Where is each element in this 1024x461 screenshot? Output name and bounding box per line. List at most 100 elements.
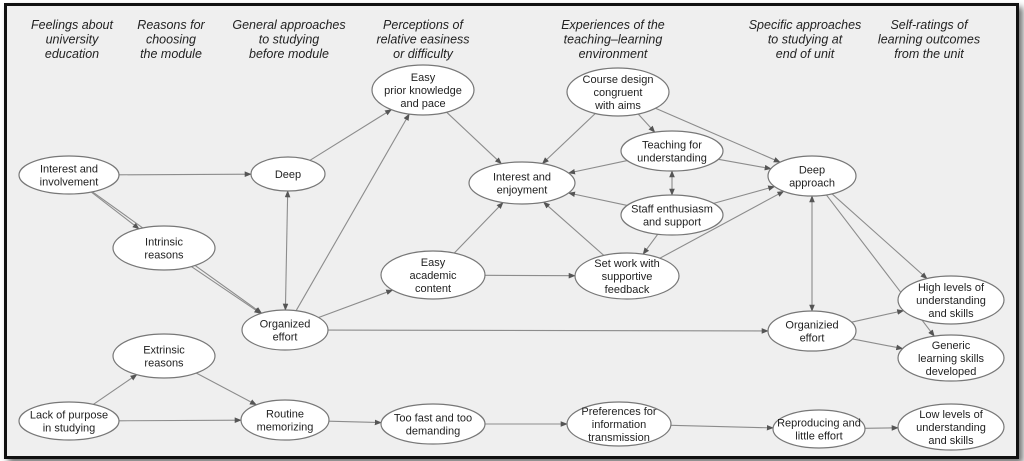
header-line: Self-ratings of bbox=[890, 18, 969, 32]
node-ellipse bbox=[468, 161, 576, 205]
node-label-line: Routine bbox=[266, 409, 304, 421]
node-label-line: Preferences for bbox=[581, 406, 657, 418]
edge-staff-to-setwork bbox=[642, 233, 659, 255]
node-label-line: effort bbox=[273, 332, 298, 344]
header-line: teaching–learning bbox=[564, 33, 663, 47]
node-ellipse bbox=[380, 250, 486, 300]
node-label-line: Extrinsic bbox=[143, 345, 185, 357]
header-line: Specific approaches bbox=[749, 18, 862, 32]
edge-intrinsic-to-organized1 bbox=[191, 266, 262, 314]
edge-teaching-to-interest_enjoy bbox=[568, 160, 628, 175]
edge-deep1-to-easy_prior bbox=[309, 109, 392, 161]
node-ellipse bbox=[241, 309, 329, 351]
node-label-line: learning skills bbox=[918, 353, 985, 365]
header-line: or difficulty bbox=[393, 47, 453, 61]
header-line: education bbox=[45, 47, 99, 61]
node-label-line: Staff enthusiasm bbox=[631, 204, 713, 216]
header-line: end of unit bbox=[776, 47, 835, 61]
node-label-line: Too fast and too bbox=[394, 413, 472, 425]
edge-easy_prior-to-interest_enjoy bbox=[446, 111, 502, 165]
node-label-line: congruent bbox=[594, 87, 643, 99]
edge-organized1-to-organized2 bbox=[327, 328, 769, 334]
node-ellipse bbox=[897, 403, 1005, 451]
edge-extrinsic-to-routine bbox=[195, 372, 257, 406]
node-label-line: and pace bbox=[400, 98, 445, 110]
node-label-line: demanding bbox=[406, 426, 460, 438]
node-label-line: Generic bbox=[932, 340, 971, 352]
header-line: choosing bbox=[146, 33, 196, 47]
node-label-line: Reproducing and bbox=[777, 418, 861, 430]
node-label-line: Deep bbox=[275, 169, 301, 181]
node-label-line: content bbox=[415, 283, 451, 295]
node-label-line: reasons bbox=[144, 358, 184, 370]
edge-setwork-to-interest_enjoy bbox=[543, 201, 605, 256]
node-label-line: reasons bbox=[144, 250, 184, 262]
node-label-line: and skills bbox=[928, 435, 974, 447]
node-label-line: information bbox=[592, 419, 646, 431]
node-label-line: Easy bbox=[421, 257, 446, 269]
node-ellipse bbox=[897, 275, 1005, 325]
node-label-line: effort bbox=[800, 333, 825, 345]
node-ellipse bbox=[566, 67, 670, 117]
node-label-line: understanding bbox=[916, 422, 986, 434]
header-line: Experiences of the bbox=[561, 18, 665, 32]
node-ellipse bbox=[18, 155, 120, 195]
node-label-line: prior knowledge bbox=[384, 85, 462, 97]
edge-lack_purpose-to-routine bbox=[118, 417, 242, 424]
node-label-line: academic bbox=[409, 270, 457, 282]
node-label-line: Organized bbox=[260, 319, 311, 331]
header-line: Perceptions of bbox=[383, 18, 464, 32]
edge-interest_involvement-to-intrinsic bbox=[90, 191, 140, 230]
edge-organized1-to-easy_prior bbox=[295, 113, 410, 311]
edge-deep2-to-high_levels bbox=[831, 193, 928, 280]
node-label-line: with aims bbox=[594, 100, 641, 112]
edge-teaching-to-deep2 bbox=[718, 158, 772, 171]
node-label-line: Interest and bbox=[493, 172, 551, 184]
node-ellipse bbox=[380, 403, 486, 445]
node-label-line: understanding bbox=[916, 295, 986, 307]
node-label: Deep bbox=[275, 169, 301, 181]
node-ellipse bbox=[772, 409, 866, 449]
edge-reproducing-to-low_levels bbox=[864, 425, 899, 431]
node-ellipse bbox=[566, 401, 672, 447]
edge-interest_involvement-to-deep1 bbox=[118, 171, 252, 178]
node-ellipse bbox=[620, 130, 724, 172]
node-ellipse bbox=[767, 155, 857, 197]
edge-course_design-to-teaching bbox=[637, 113, 656, 133]
node-label-line: little effort bbox=[795, 431, 843, 443]
